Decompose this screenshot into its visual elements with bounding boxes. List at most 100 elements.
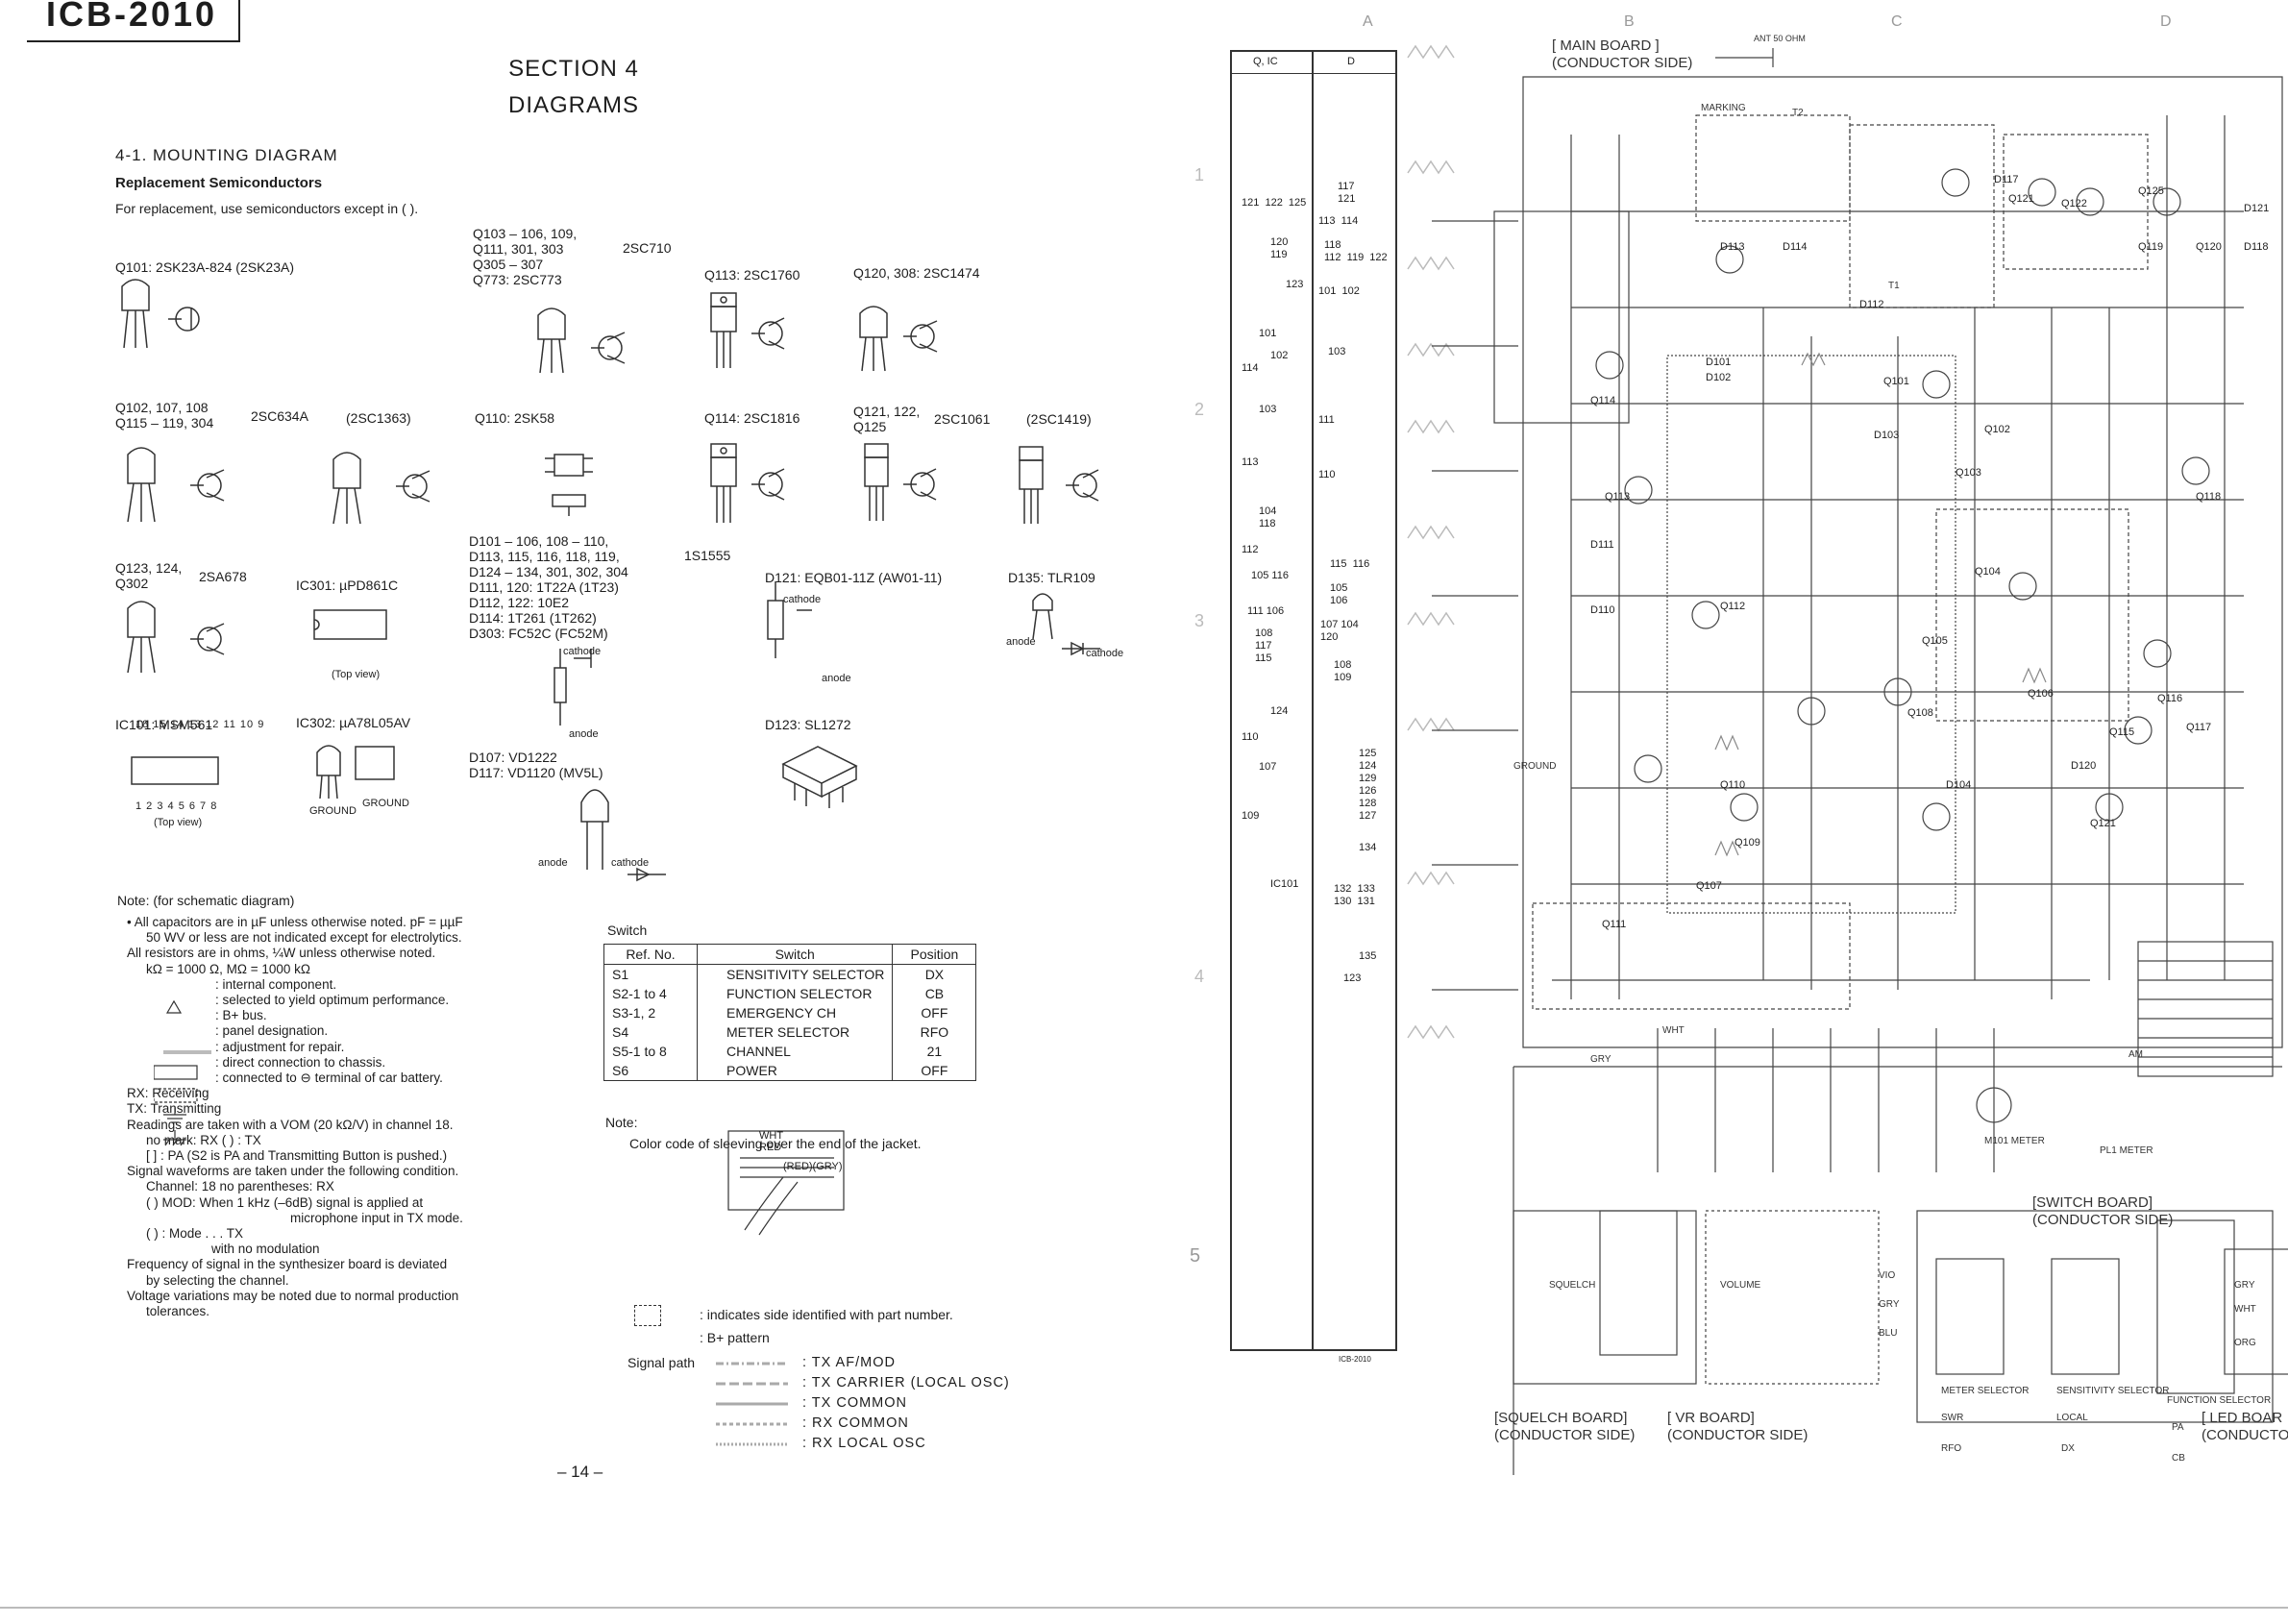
sleeve-drawing: [727, 1130, 845, 1236]
cell: S4: [603, 1022, 698, 1042]
fet-package-icon: [545, 454, 593, 516]
switch-board-side: (CONDUCTOR SIDE): [2032, 1212, 2173, 1228]
schematic-label: T1: [1888, 281, 1900, 291]
sleeve-red-gry: (RED)(GRY): [783, 1161, 843, 1172]
diode-icon: [554, 649, 592, 726]
switch-header-position: Position: [892, 944, 976, 965]
note-line: Readings are taken with a VOM (20 kΩ/V) …: [127, 1117, 454, 1132]
part-label-q123: Q123, 124, Q302: [115, 560, 183, 591]
note-line: TX: Transmitting: [127, 1101, 222, 1117]
part-label-q101: Q101: 2SK23A-824 (2SK23A): [115, 259, 295, 275]
grid-number: 2: [1194, 400, 1205, 419]
schematic-label: WHT: [1662, 1025, 1685, 1036]
component-drawings: [121, 279, 1100, 882]
cell: S6: [603, 1061, 698, 1081]
note-line: Signal waveforms are taken under the fol…: [127, 1164, 459, 1179]
part-ref: Q104: [1975, 566, 2001, 578]
index-entry: 123: [1286, 279, 1304, 290]
note-line: : selected to yield optimum performance.: [215, 993, 450, 1008]
index-entry: 117 121: [1338, 181, 1356, 205]
page-number: – 14 –: [557, 1463, 603, 1481]
power-transistor-icon: [1019, 446, 1099, 524]
part-ref: Q121: [2090, 818, 2116, 829]
chassis-ground-icon: [163, 1107, 186, 1123]
notes-title: Note: (for schematic diagram): [117, 893, 295, 908]
part-label-q102: Q102, 107, 108 Q115 – 119, 304: [115, 400, 214, 431]
part-label-q120: Q120, 308: 2SC1474: [853, 265, 980, 281]
varactor-diode-icon: [580, 789, 666, 882]
note-line: Frequency of signal in the synthesizer b…: [127, 1257, 448, 1272]
d101-anode-label: anode: [569, 728, 599, 740]
part-ref: Q109: [1734, 837, 1760, 849]
d121-cathode-label: cathode: [783, 594, 822, 605]
part-ref: D120: [2071, 760, 2096, 772]
notes-list: • All capacitors are in µF unless otherw…: [127, 915, 463, 1319]
power-transistor-icon: [710, 443, 785, 523]
part-ref: D113: [1720, 241, 1744, 253]
index-entry: 105 116: [1251, 570, 1289, 581]
index-entry: 103: [1328, 346, 1346, 357]
part-label-2sc1061: 2SC1061: [934, 411, 991, 427]
index-entry: 114: [1242, 362, 1259, 374]
note-symbols: [154, 999, 211, 1146]
switch-board-outline: [1916, 1210, 2274, 1423]
schematic-label: LOCAL: [2056, 1413, 2088, 1423]
note-line: ( ) : Mode . . . TX: [146, 1226, 244, 1242]
note-line: Channel: 18 no parentheses: RX: [146, 1179, 334, 1194]
led-board-side: (CONDUCTOR: [2202, 1427, 2288, 1443]
note-line: All resistors are in ohms, ¼W unless oth…: [127, 946, 436, 961]
ic101-pins-top: 18 15 14 13 12 11 10 9: [135, 719, 265, 730]
squelch-board-outline: [1513, 1210, 1697, 1385]
model-number: ICB-2010: [27, 0, 240, 42]
ic101-pins-bottom: 1 2 3 4 5 6 7 8: [135, 800, 218, 812]
part-label-ic302: IC302: µA78L05AV: [296, 715, 411, 730]
signal-path-list: : TX AF/MOD : TX CARRIER (LOCAL OSC) : T…: [716, 1353, 1010, 1454]
part-label-q114: Q114: 2SC1816: [704, 410, 800, 426]
schematic-label: GRY: [2234, 1280, 2255, 1291]
sleeve-wht: WHT: [759, 1130, 784, 1142]
part-ref: Q114: [1590, 395, 1615, 406]
note-line: tolerances.: [146, 1304, 210, 1319]
model-text: ICB-2010: [46, 0, 218, 34]
note-line: by selecting the channel.: [146, 1272, 289, 1288]
led-board-label: [ LED BOAR: [2202, 1410, 2282, 1426]
cell: FUNCTION SELECTOR: [726, 986, 873, 1001]
index-entry: 102: [1270, 350, 1289, 361]
cell: RFO: [892, 1022, 976, 1042]
part-ref: Q122: [2061, 198, 2087, 209]
diode-icon: [767, 581, 812, 658]
d101-cathode-label: cathode: [563, 646, 602, 657]
ic302-ground-label-2: GROUND: [362, 798, 409, 809]
part-label-ic101: IC101: MSM561: [115, 717, 213, 732]
schematic-label: T2: [1792, 108, 1804, 118]
cell: OFF: [892, 1003, 976, 1022]
part-ref: D118: [2244, 241, 2268, 253]
note-line: : connected to ⊖ terminal of car battery…: [215, 1070, 443, 1086]
index-header-d: D: [1347, 56, 1355, 67]
signal-path-item: : TX AF/MOD: [802, 1355, 896, 1370]
index-header-rule: [1232, 73, 1395, 74]
grid-letter: A: [1363, 13, 1373, 30]
note-line: : B+ bus.: [215, 1008, 267, 1023]
part-ref: Q117: [2186, 722, 2211, 733]
part-index-table: Q, IC D: [1230, 50, 1397, 1351]
vr-board-side: (CONDUCTOR SIDE): [1667, 1427, 1808, 1443]
part-label-d101: D101 – 106, 108 – 110, D113, 115, 116, 1…: [469, 533, 628, 641]
note-line: microphone input in TX mode.: [290, 1210, 463, 1225]
index-entry: 104 118: [1259, 505, 1277, 529]
cell: CHANNEL: [726, 1044, 791, 1059]
part-ref: Q110: [1720, 779, 1745, 791]
part-ref: Q116: [2157, 693, 2182, 704]
schematic-label: WHT: [2234, 1304, 2256, 1315]
cell: S1: [603, 964, 698, 984]
antenna-icon: [1715, 48, 1774, 67]
triangle-icon: [165, 999, 183, 1014]
part-ref: Q108: [1907, 707, 1933, 719]
section-subtitle: DIAGRAMS: [507, 92, 639, 118]
sleeve-red: RED: [759, 1142, 782, 1153]
switch-header-switch: Switch: [697, 944, 893, 965]
part-ref: Q112: [1720, 601, 1745, 612]
